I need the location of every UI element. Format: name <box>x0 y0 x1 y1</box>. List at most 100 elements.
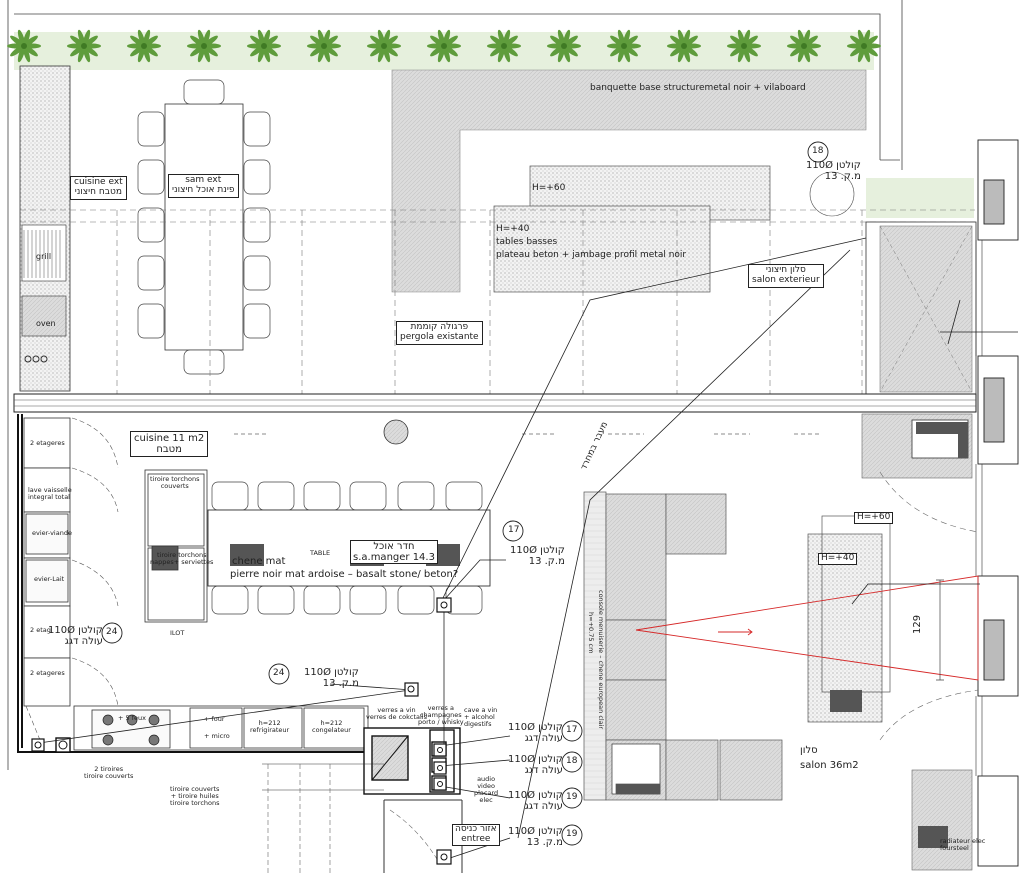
chair-icon <box>257 481 295 511</box>
plant-icon <box>607 29 641 63</box>
kolton-group-17: 110Ø קולטן מ.ק. 13 <box>510 545 565 567</box>
chair-icon <box>137 111 165 147</box>
window-frames <box>975 139 1019 867</box>
kolton-mag: מ.ק. 13 <box>824 171 861 182</box>
drain-markers <box>31 597 452 865</box>
kolton-he: קולטן <box>538 826 563 837</box>
chair-icon <box>183 349 225 375</box>
plant-icon <box>787 29 821 63</box>
h075-label: h=+0.75 cm <box>587 612 595 654</box>
h60-living: H=+60 <box>854 512 894 524</box>
salon-label: salon 36m2 <box>800 760 859 771</box>
radiateur-label: radiateur elec foursteel <box>940 837 986 853</box>
h60-ext: H=+60 <box>532 183 566 193</box>
chair-icon <box>211 585 249 615</box>
cuisine-ext-text: cuisine ext <box>74 177 123 187</box>
tiroire-nappes: tiroire torchons nappes+ serviettes <box>150 551 214 567</box>
tag-19-b: 19 <box>566 829 578 839</box>
plant-icon <box>547 29 581 63</box>
plant-icon <box>187 29 221 63</box>
sam-ext-text: sam ext <box>185 175 222 185</box>
tag-24-a: 24 <box>106 627 118 637</box>
four-label: + four <box>204 715 225 723</box>
chair-icon <box>397 481 435 511</box>
kitchen-walls <box>17 414 372 753</box>
salon-coffee-table <box>807 515 891 723</box>
pergola-grid <box>20 209 975 395</box>
kolton-d: 110Ø <box>508 754 535 765</box>
tiroires-bottom: 2 tiroires tiroire couverts <box>84 765 134 781</box>
burners <box>102 714 160 746</box>
kitchen-title-text: cuisine 11 m2 <box>134 433 205 444</box>
h40-living: H=+40 <box>818 553 858 565</box>
chair-icon <box>211 481 249 511</box>
chair-icon <box>137 207 165 243</box>
entrance-door-swings <box>267 764 441 873</box>
chair-icon <box>243 303 271 339</box>
chair-icon <box>349 585 387 615</box>
chair-icon <box>397 585 435 615</box>
chair-icon <box>243 255 271 291</box>
entree-he: אזור כניסה <box>455 824 497 834</box>
feux-label: + 5 feux <box>118 714 146 722</box>
evier-viande: evier-viande <box>32 529 72 537</box>
plant-icon <box>487 29 521 63</box>
plant-icon <box>67 29 101 63</box>
kitchen-title: cuisine 11 m2 מטבח <box>130 431 209 457</box>
dining-table <box>207 509 491 587</box>
kolton-group-24b: 110Ø קולטן מ.ק. 13 <box>304 667 359 689</box>
sofa <box>605 493 783 801</box>
kolton-d: 110Ø <box>508 722 535 733</box>
kolton-group-19b: 110Ø קולטן מ.ק. 13 <box>508 826 563 848</box>
kolton-up: עולה דגג <box>64 636 103 647</box>
kolton-he: קולטן <box>538 722 563 733</box>
refrigerateur-label: h=212 refrigirateur <box>250 719 290 735</box>
etageres-bot: 2 etageres <box>30 669 65 677</box>
plant-icon <box>247 29 281 63</box>
armchair-area <box>861 413 973 871</box>
chair-icon <box>243 111 271 147</box>
plant-icon <box>127 29 161 63</box>
kolton-mag: מ.ק. 13 <box>322 678 359 689</box>
plant-icon <box>847 29 881 63</box>
kolton-he: קולטן <box>538 790 563 801</box>
kolton-up: עולה דגג <box>524 765 563 776</box>
kolton-up: עולה דגג <box>524 733 563 744</box>
kolton-he: קולטן <box>334 667 359 678</box>
lave-vaisselle: lave vaisselle integral total <box>28 486 72 502</box>
site-boundary <box>7 0 903 770</box>
chair-icon <box>303 585 341 615</box>
entree-text: entree <box>461 833 491 844</box>
banquette-label: banquette base structuremetal noir + vil… <box>590 83 806 93</box>
dining-chairs <box>211 481 483 615</box>
kolton-group-17b: 110Ø קולטן עולה דגג <box>508 722 563 744</box>
sam-ext-he: פינת אוכל חיצוני <box>172 184 235 195</box>
tag-17-a: 17 <box>508 525 520 535</box>
exterior-kitchen-counter <box>19 65 71 392</box>
plant-icon <box>367 29 401 63</box>
kolton-group-24a: 110Ø קולטן עולה דגג <box>48 625 103 647</box>
kitchen-cabinets <box>23 417 369 751</box>
cave-label: cave a vin + alcohol digestifs <box>464 706 498 729</box>
cuisine-ext-label: cuisine ext מטבח חיצוני <box>70 176 127 200</box>
kitchen-island <box>144 469 208 623</box>
chair-icon <box>183 79 225 105</box>
salon-he: סלון <box>800 745 818 756</box>
congelateur-label: h=212 congelateur <box>312 719 351 735</box>
kolton-d: 110Ø <box>304 667 331 678</box>
kolton-group-18b: 110Ø קולטן מ.ק. 13 <box>806 160 861 182</box>
kolton-mag: מ.ק. 13 <box>528 556 565 567</box>
leader-lines <box>31 237 1018 861</box>
plant-icon <box>667 29 701 63</box>
chair-icon <box>243 207 271 243</box>
dim-129: 129 <box>912 614 923 634</box>
plateau: plateau beton + jambage profil metal noi… <box>496 250 687 260</box>
kitchen-title-he: מטבח <box>156 444 182 455</box>
plant-icon <box>427 29 461 63</box>
verres-vin-label: verres a vin verres de cokctails <box>366 706 427 722</box>
kolton-he: קולטן <box>836 160 861 171</box>
planter-top <box>7 29 974 218</box>
grill-label: grill <box>36 252 52 261</box>
salon-ext-label: סלון חיצוני salon exterieur <box>748 264 824 288</box>
